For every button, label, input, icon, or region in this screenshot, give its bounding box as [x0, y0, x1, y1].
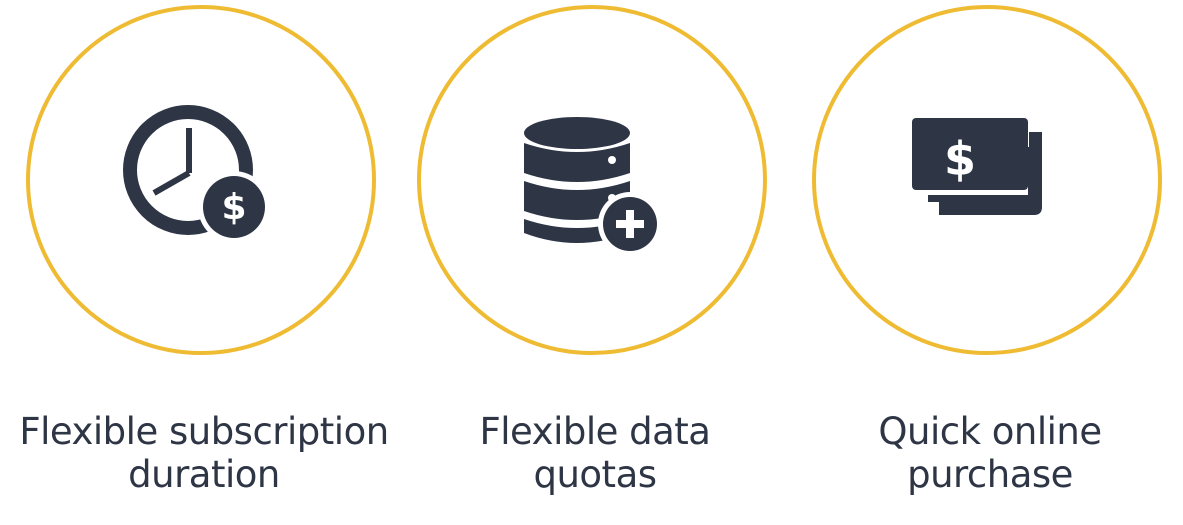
caption-line-2: duration — [128, 453, 280, 496]
caption-line-2: purchase — [907, 453, 1073, 496]
caption-line-1: Flexible data — [479, 410, 711, 453]
feature-caption: Flexible subscription duration — [9, 410, 399, 496]
feature-circle: $ — [26, 5, 376, 355]
feature-online-purchase: $ Quick online purchase — [795, 0, 1183, 525]
svg-text:$: $ — [221, 187, 246, 228]
caption-line-2: quotas — [533, 453, 657, 496]
feature-caption: Flexible data quotas — [400, 410, 790, 496]
feature-circle: $ — [812, 5, 1162, 355]
feature-circle — [417, 5, 767, 355]
caption-line-1: Quick online — [878, 410, 1102, 453]
database-plus-icon — [524, 117, 662, 256]
caption-line-1: Flexible subscription — [19, 410, 389, 453]
feature-data-quotas: Flexible data quotas — [400, 0, 794, 525]
feature-subscription-duration: $ Flexible subscription duration — [9, 0, 403, 525]
svg-text:$: $ — [944, 132, 976, 186]
clock-dollar-icon: $ — [123, 105, 270, 243]
feature-caption: Quick online purchase — [795, 410, 1183, 496]
money-bills-icon: $ — [912, 118, 1042, 215]
